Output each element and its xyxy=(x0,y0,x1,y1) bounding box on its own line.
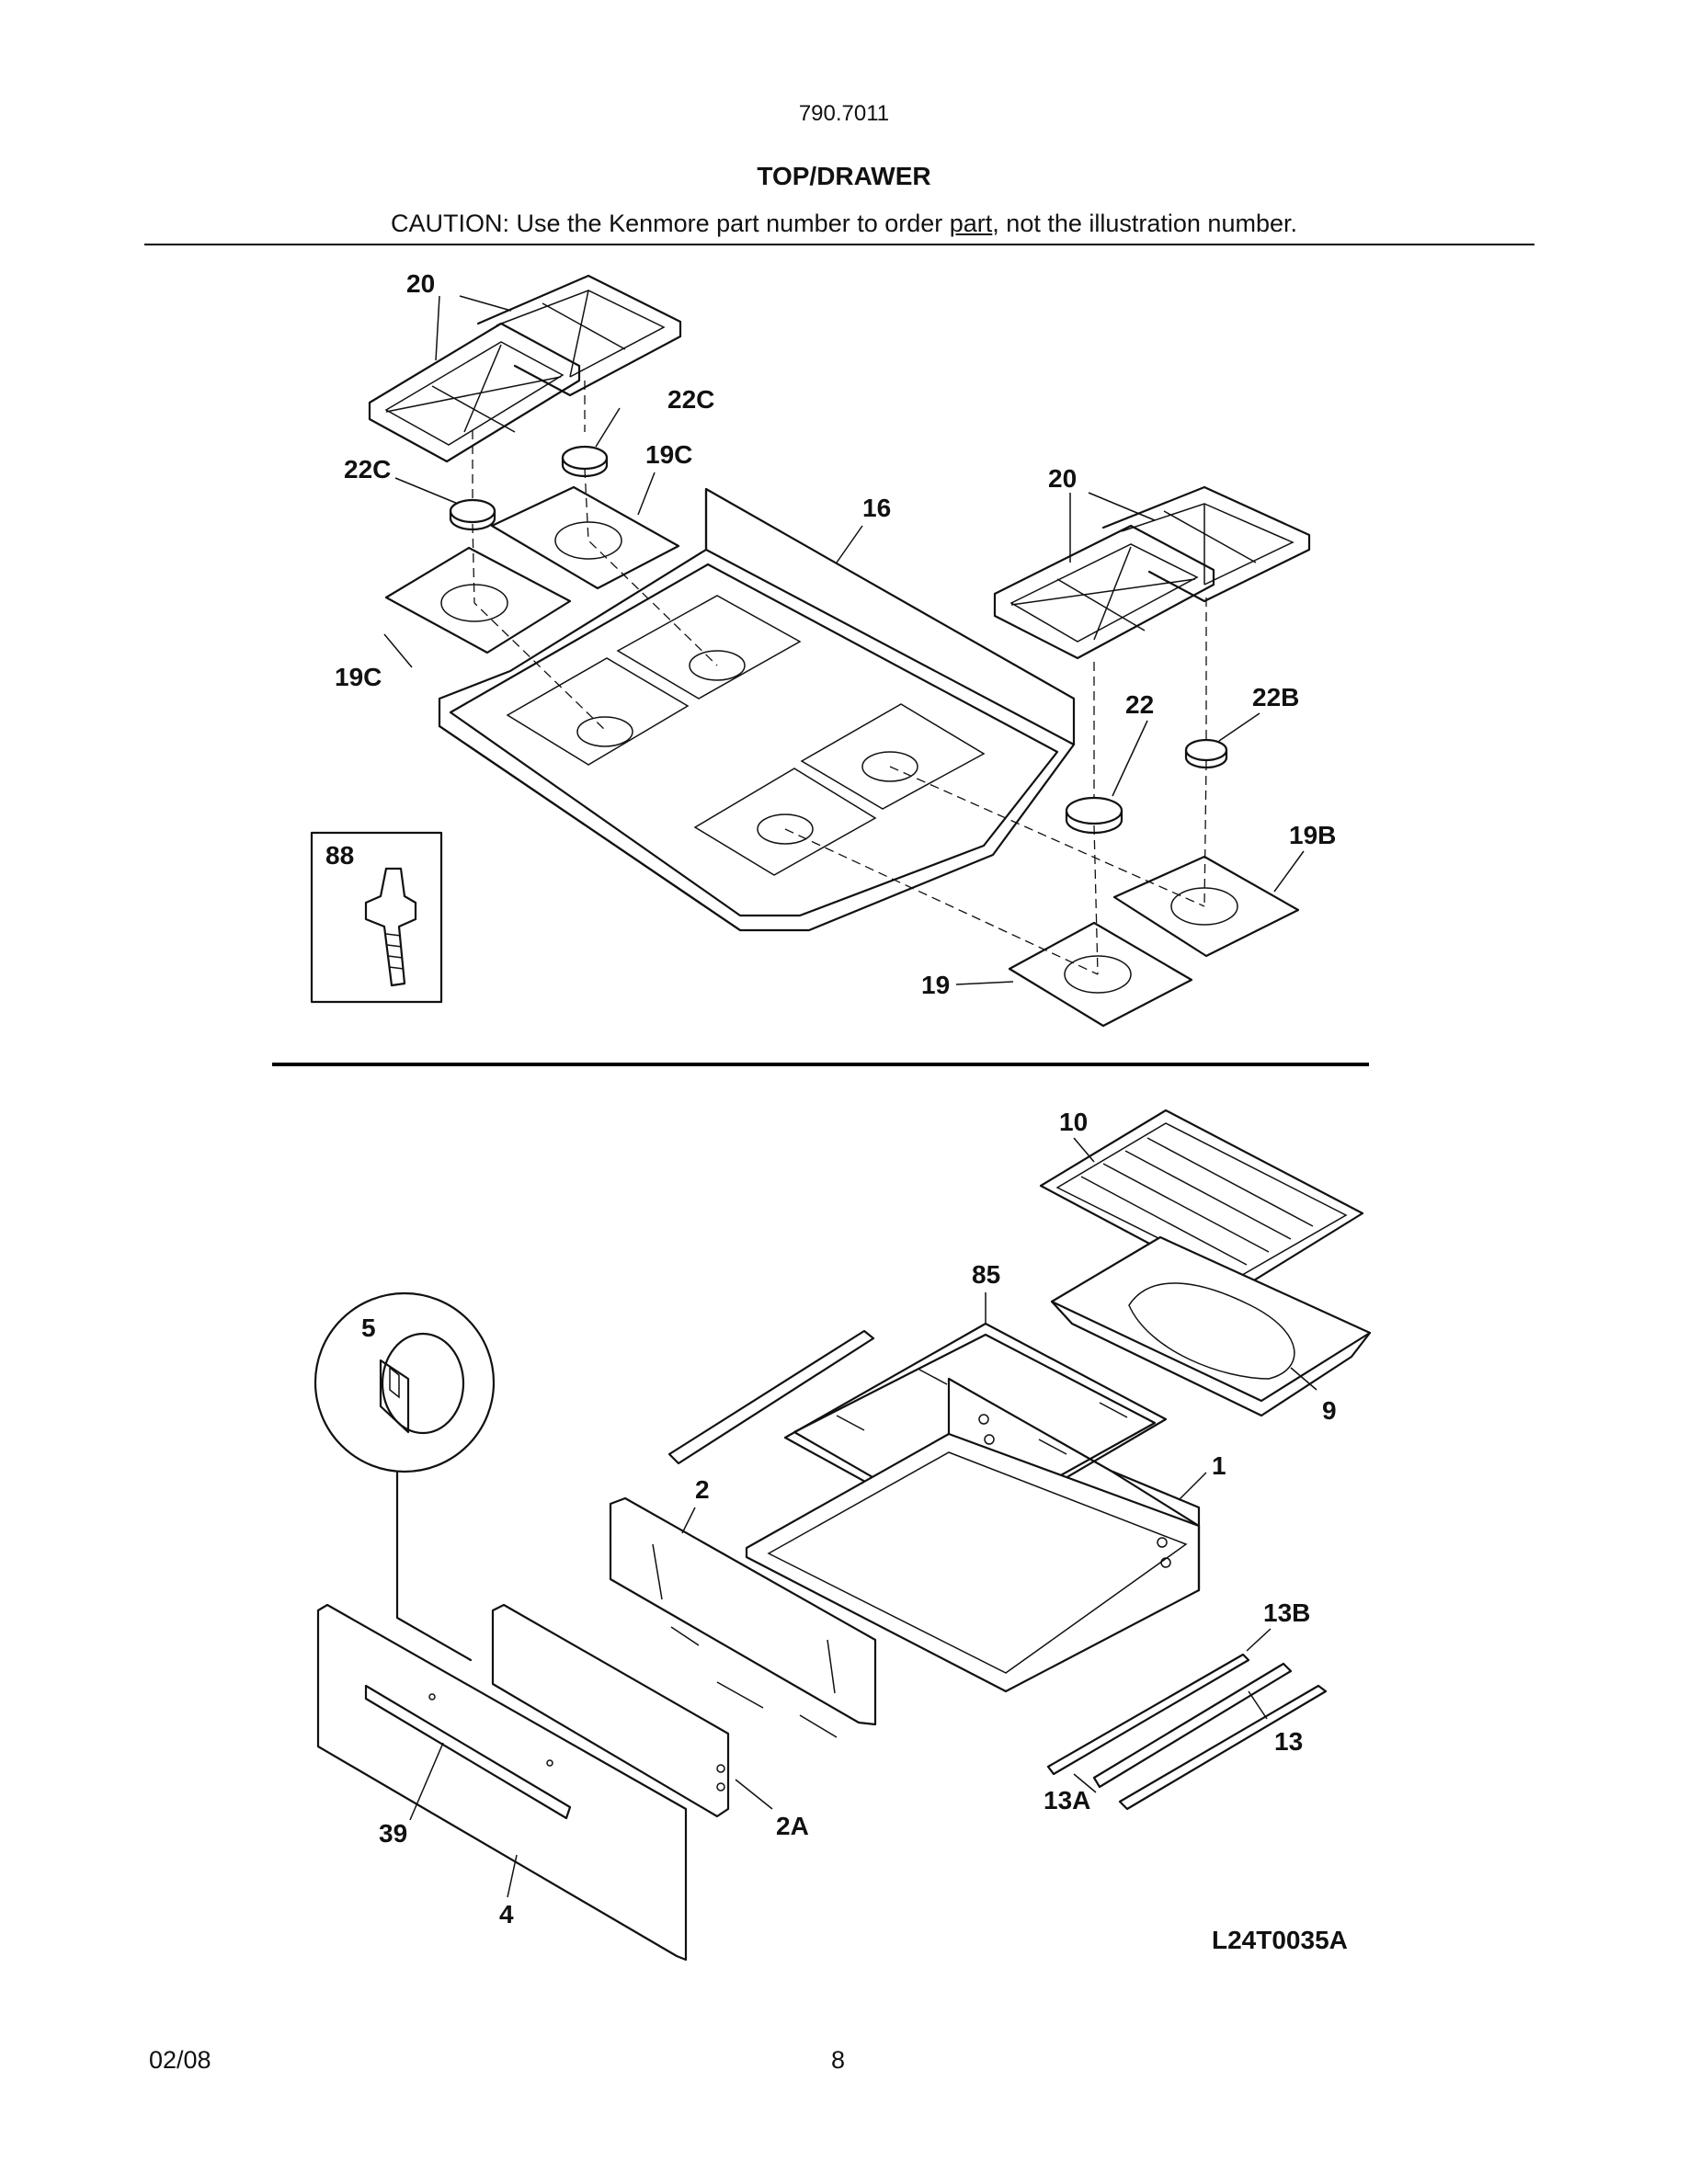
label-22c-lower: 22C xyxy=(344,455,391,483)
label-5: 5 xyxy=(361,1314,376,1342)
drawer-body-part xyxy=(745,1377,1201,1693)
label-20-right: 20 xyxy=(1048,464,1077,493)
bottom-leaders xyxy=(409,1137,1317,1898)
drawer-front-part xyxy=(609,1496,877,1738)
broil-pan-part xyxy=(1050,1235,1372,1417)
footer-page-number: 8 xyxy=(831,2046,846,2074)
label-13b: 13B xyxy=(1263,1598,1310,1627)
caution-prefix: CAUTION: Use the Kenmore part number to … xyxy=(391,210,950,237)
bracket-part xyxy=(491,1603,730,1818)
label-88: 88 xyxy=(325,841,354,870)
knob-inset xyxy=(314,1291,496,1662)
section-title: TOP/DRAWER xyxy=(757,162,931,190)
right-pans-part xyxy=(1008,855,1300,1028)
model-number: 790.7011 xyxy=(798,101,890,126)
label-1: 1 xyxy=(1212,1451,1226,1480)
section-divider xyxy=(272,1063,1369,1066)
caution-link: part xyxy=(949,210,993,237)
slides-part xyxy=(1046,1653,1328,1811)
label-22c-upper: 22C xyxy=(667,385,714,414)
label-19: 19 xyxy=(921,971,950,999)
drawer-panel-part xyxy=(316,1603,688,1962)
label-9: 9 xyxy=(1322,1396,1337,1425)
screw-inset xyxy=(310,831,443,1004)
top-leaders xyxy=(383,295,1305,985)
label-19c-lower: 19C xyxy=(335,663,382,691)
label-19b: 19B xyxy=(1289,821,1336,849)
label-22: 22 xyxy=(1125,690,1154,719)
label-19c-upper: 19C xyxy=(645,440,692,469)
figure-code: L24T0035A xyxy=(1212,1926,1348,1954)
label-85: 85 xyxy=(972,1260,1000,1289)
label-4: 4 xyxy=(499,1900,514,1928)
left-pans-part xyxy=(384,485,680,654)
label-16: 16 xyxy=(862,494,891,522)
caution-note: CAUTION: Use the Kenmore part number to … xyxy=(0,210,1688,238)
label-13: 13 xyxy=(1274,1727,1303,1756)
label-10: 10 xyxy=(1059,1108,1088,1136)
left-grates-part xyxy=(368,274,682,463)
header-rule xyxy=(144,244,1534,245)
label-39: 39 xyxy=(379,1819,407,1848)
alignment-guides xyxy=(472,381,1207,975)
right-caps-part xyxy=(1065,738,1228,835)
right-grates-part xyxy=(993,485,1311,660)
label-2a: 2A xyxy=(776,1812,809,1840)
side-bracket-part xyxy=(667,1329,875,1465)
caution-suffix: , not the illustration number. xyxy=(992,210,1297,237)
label-22b: 22B xyxy=(1252,683,1299,711)
label-20-left: 20 xyxy=(406,269,435,298)
cooktop-part xyxy=(438,487,1076,932)
label-2: 2 xyxy=(695,1475,710,1504)
label-13a: 13A xyxy=(1044,1786,1090,1814)
exploded-parts-diagram: 20 22C 22C 19C 19C 16 20 22 22B 19B 19 8… xyxy=(310,269,1372,1962)
footer-date: 02/08 xyxy=(149,2046,211,2074)
